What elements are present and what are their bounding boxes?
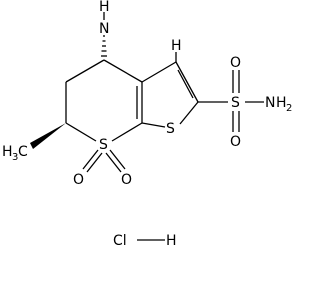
- atom-ring-h: H: [171, 38, 182, 54]
- bond-s7-o-right: [109, 149, 126, 170]
- bond-c6-methyl-wedge: [30, 123, 66, 149]
- atom-sulfonamide-s: S: [231, 95, 240, 111]
- bond-c2-s1: [179, 101, 199, 125]
- bond-s7-o-left-2: [86, 152, 103, 173]
- bond-s1-c7a: [141, 122, 166, 128]
- bond-c3-c2-inner: [177, 69, 194, 99]
- salt-cl: Cl: [113, 233, 127, 249]
- atom-sulfonyl-o-right: O: [121, 172, 132, 188]
- atom-methyl-sub: 3: [12, 152, 18, 163]
- bond-s7-c7a: [111, 122, 143, 142]
- bond-c4-c5: [65, 59, 105, 83]
- atom-sulfonamide-n: N: [265, 95, 275, 111]
- bonds: [30, 12, 264, 241]
- atom-ring-s-thiophene: S: [166, 121, 175, 137]
- atom-sulfonamide-o-bottom: O: [230, 134, 241, 150]
- atom-sulfonamide-h: H: [276, 95, 287, 111]
- dorzolamide-hcl-structure: H N H S S O O O S O N H 2 H 3 C Cl H: [2, 0, 292, 249]
- atom-sulfonyl-o-left: O: [73, 172, 84, 188]
- atom-methyl-h: H: [2, 144, 13, 160]
- bond-s7-o-right-2: [105, 152, 122, 173]
- atom-sulfonamide-sub: 2: [286, 103, 292, 114]
- bond-c3-c2: [175, 61, 199, 103]
- bond-c6-s7: [65, 122, 97, 142]
- bond-s7-o-left: [82, 149, 99, 170]
- bond-c4-amino-hashed: [101, 35, 107, 57]
- atom-amino-h: H: [99, 0, 110, 15]
- atom-sulfonamide-o-top: O: [230, 55, 241, 71]
- salt-h: H: [166, 233, 177, 249]
- bond-c3a-c3: [141, 61, 177, 83]
- atom-methyl-c: C: [18, 144, 28, 160]
- atom-amino-n: N: [99, 21, 109, 37]
- atom-ring-s-sulfone: S: [99, 137, 108, 153]
- bond-c3a-c4: [103, 59, 143, 83]
- atom-labels: H N H S S O O O S O N H 2 H 3 C Cl H: [2, 0, 292, 249]
